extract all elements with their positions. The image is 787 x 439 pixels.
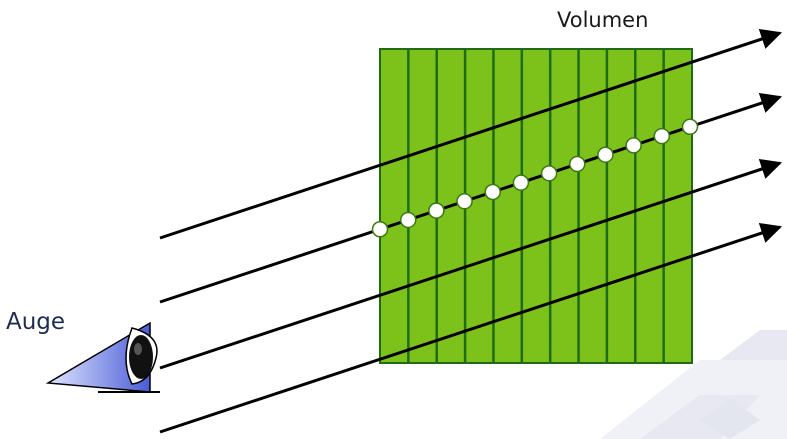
sample-point: [540, 165, 558, 182]
view-ray: [159, 222, 782, 434]
volume-label: Volumen: [557, 8, 649, 32]
volume-slices: [407, 49, 665, 363]
sample-point: [597, 146, 614, 163]
eye-icon: [45, 321, 160, 393]
sample-point: [512, 174, 530, 191]
eye-label: Auge: [6, 309, 66, 335]
sample-point: [371, 221, 389, 238]
background-watermark: [600, 330, 787, 439]
sample-point: [569, 155, 586, 173]
sample-point: [625, 137, 642, 154]
sample-point: [456, 193, 473, 210]
view-ray: [159, 158, 782, 370]
sample-points: [371, 118, 699, 238]
sample-point: [484, 183, 501, 201]
sample-point: [681, 118, 699, 136]
sample-point: [399, 211, 417, 229]
sample-point: [653, 127, 671, 145]
view-ray: [159, 28, 782, 240]
sample-point: [428, 202, 445, 219]
